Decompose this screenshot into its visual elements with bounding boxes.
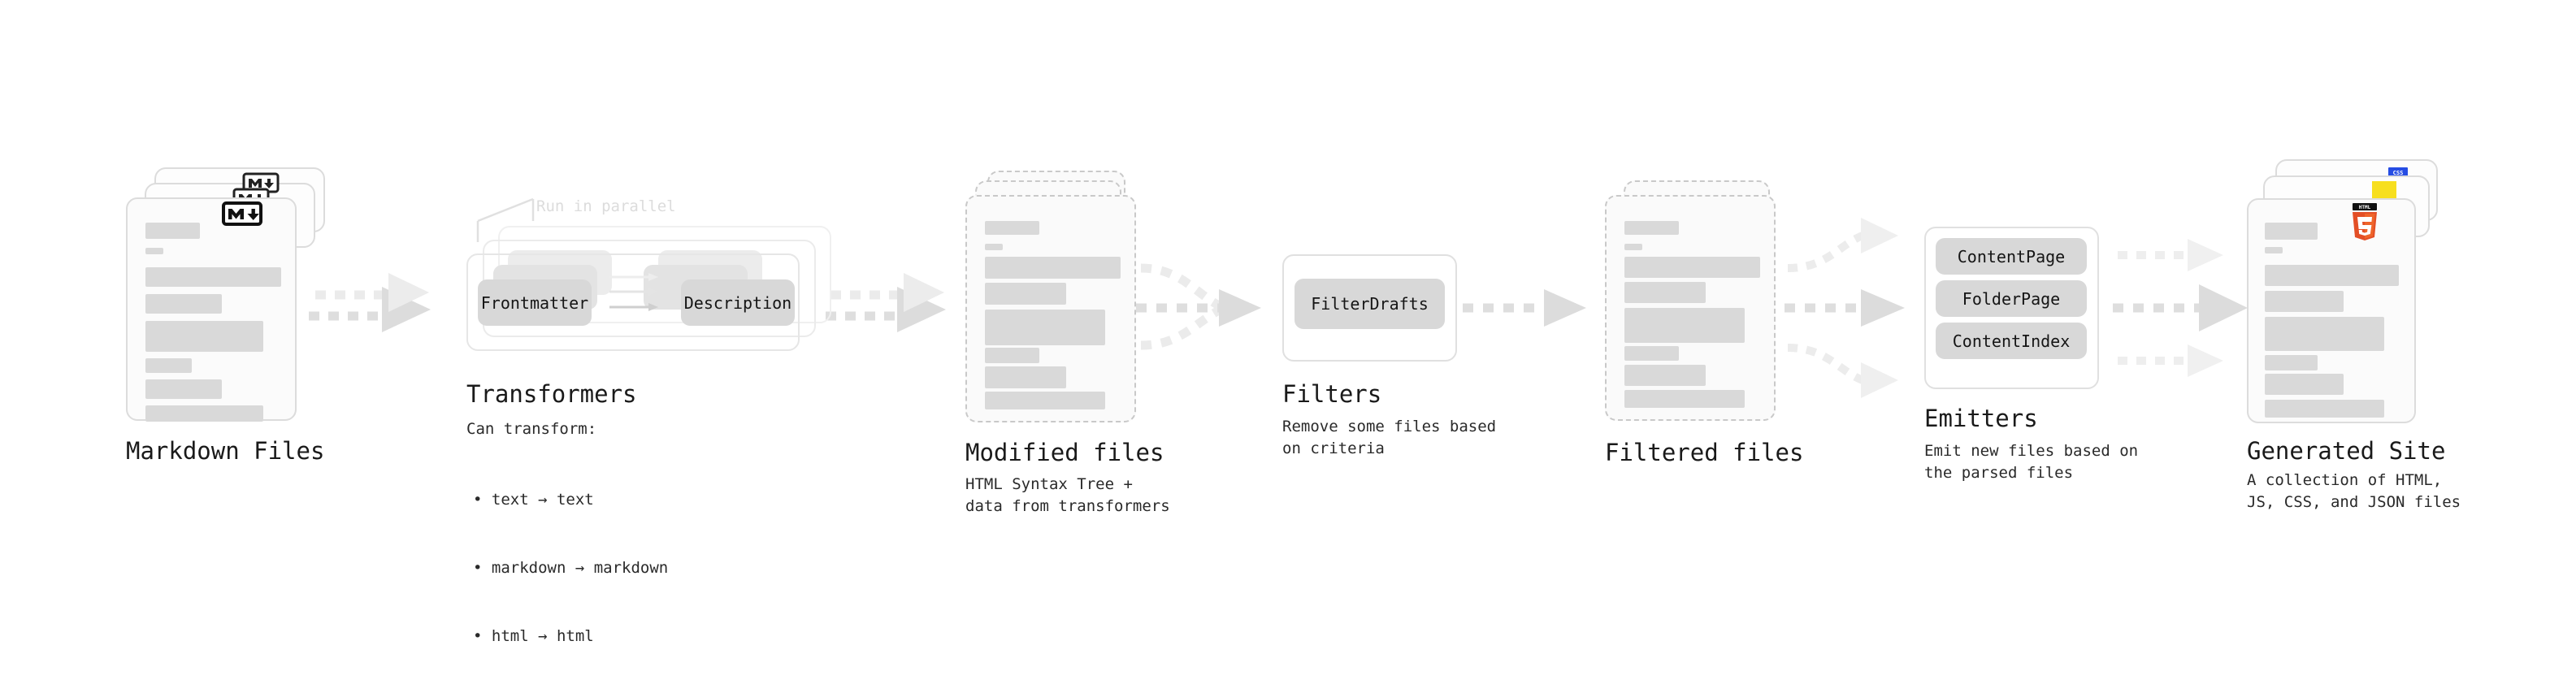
run-in-parallel-label: Run in parallel	[536, 197, 676, 215]
file-card-front	[965, 195, 1136, 422]
skeleton-line	[1624, 390, 1745, 408]
skeleton-line	[2265, 291, 2344, 312]
emitter-pill-contentpage[interactable]: ContentPage	[1936, 238, 2087, 275]
skeleton-line	[985, 392, 1105, 409]
skeleton-line	[1624, 346, 1679, 361]
skeleton-line	[2265, 400, 2384, 418]
js-icon	[2372, 181, 2396, 199]
skeleton-line	[1624, 244, 1642, 250]
skeleton-line	[985, 221, 1039, 235]
file-card-front	[126, 197, 297, 422]
skeleton-line	[2265, 317, 2384, 351]
skeleton-line	[145, 358, 192, 373]
file-card-front	[2247, 198, 2416, 423]
markdown-icon	[222, 201, 262, 226]
emitter-pill-contentindex[interactable]: ContentIndex	[1936, 323, 2087, 359]
stage-subtitle: Can transform:	[466, 420, 597, 438]
connector-transformers-to-modified	[826, 273, 946, 332]
stage-title: Generated Site	[2247, 437, 2446, 465]
connector-modified-to-filters	[1136, 263, 1261, 350]
skeleton-line	[145, 405, 263, 422]
transform-bullet-list: • text → text • markdown → markdown • ht…	[473, 443, 668, 693]
emitter-pill-folderpage[interactable]: FolderPage	[1936, 280, 2087, 317]
html5-icon: HTML	[2353, 203, 2377, 240]
filter-pill-filterdrafts[interactable]: FilterDrafts	[1295, 279, 1445, 329]
skeleton-line	[1624, 365, 1706, 386]
skeleton-line	[2265, 223, 2318, 240]
connector-filters-to-filtered	[1463, 289, 1586, 327]
transform-bullet-item: • html → html	[473, 627, 594, 645]
stage-subtitle: Emit new files based on the parsed files	[1924, 442, 2139, 482]
transform-flow-arrows-icon	[609, 273, 658, 311]
skeleton-line	[1624, 221, 1679, 235]
skeleton-line	[145, 223, 200, 239]
stage-title: Modified files	[965, 439, 1164, 466]
transformer-frame-front	[466, 253, 800, 351]
skeleton-line	[145, 267, 281, 287]
transform-bullet-item: • markdown → markdown	[473, 559, 669, 577]
skeleton-line	[985, 257, 1121, 279]
skeleton-line	[2265, 247, 2283, 253]
skeleton-line	[2265, 355, 2318, 370]
skeleton-line	[985, 366, 1066, 388]
skeleton-line	[145, 379, 222, 399]
stage-title: Transformers	[466, 380, 637, 408]
stage-title: Markdown Files	[126, 437, 325, 465]
transformer-pill-description[interactable]: Description	[681, 279, 795, 326]
stage-subtitle: Remove some files based on criteria	[1282, 418, 1497, 457]
stage-title: Emitters	[1924, 405, 2038, 432]
skeleton-line	[985, 283, 1066, 305]
skeleton-line	[985, 310, 1105, 345]
stage-title: Filtered files	[1605, 439, 1804, 466]
svg-text:HTML: HTML	[2359, 205, 2371, 210]
skeleton-line	[2265, 265, 2399, 286]
skeleton-line	[985, 244, 1003, 250]
skeleton-line	[1624, 257, 1760, 278]
file-card-front	[1605, 195, 1776, 421]
skeleton-line	[1624, 282, 1706, 303]
parallel-bracket-icon	[476, 197, 535, 242]
skeleton-line	[1624, 308, 1745, 343]
transform-bullet-item: • text → text	[473, 491, 594, 509]
skeleton-line	[145, 321, 263, 352]
stage-subtitle: A collection of HTML, JS, CSS, and JSON …	[2247, 471, 2461, 511]
stage-title: Filters	[1282, 380, 1382, 408]
markdown-icon-back-2	[242, 172, 280, 193]
connector-filtered-to-emitters	[1785, 218, 1905, 398]
svg-text:CSS: CSS	[2393, 170, 2404, 176]
skeleton-line	[145, 248, 163, 254]
skeleton-line	[985, 348, 1039, 363]
skeleton-line	[2265, 374, 2344, 395]
transformer-pill-frontmatter[interactable]: Frontmatter	[478, 279, 592, 326]
connector-markdown-to-transformers	[309, 273, 431, 332]
stage-subtitle: HTML Syntax Tree + data from transformer…	[965, 475, 1170, 515]
skeleton-line	[145, 294, 222, 314]
connector-emitters-to-site	[2113, 239, 2248, 377]
